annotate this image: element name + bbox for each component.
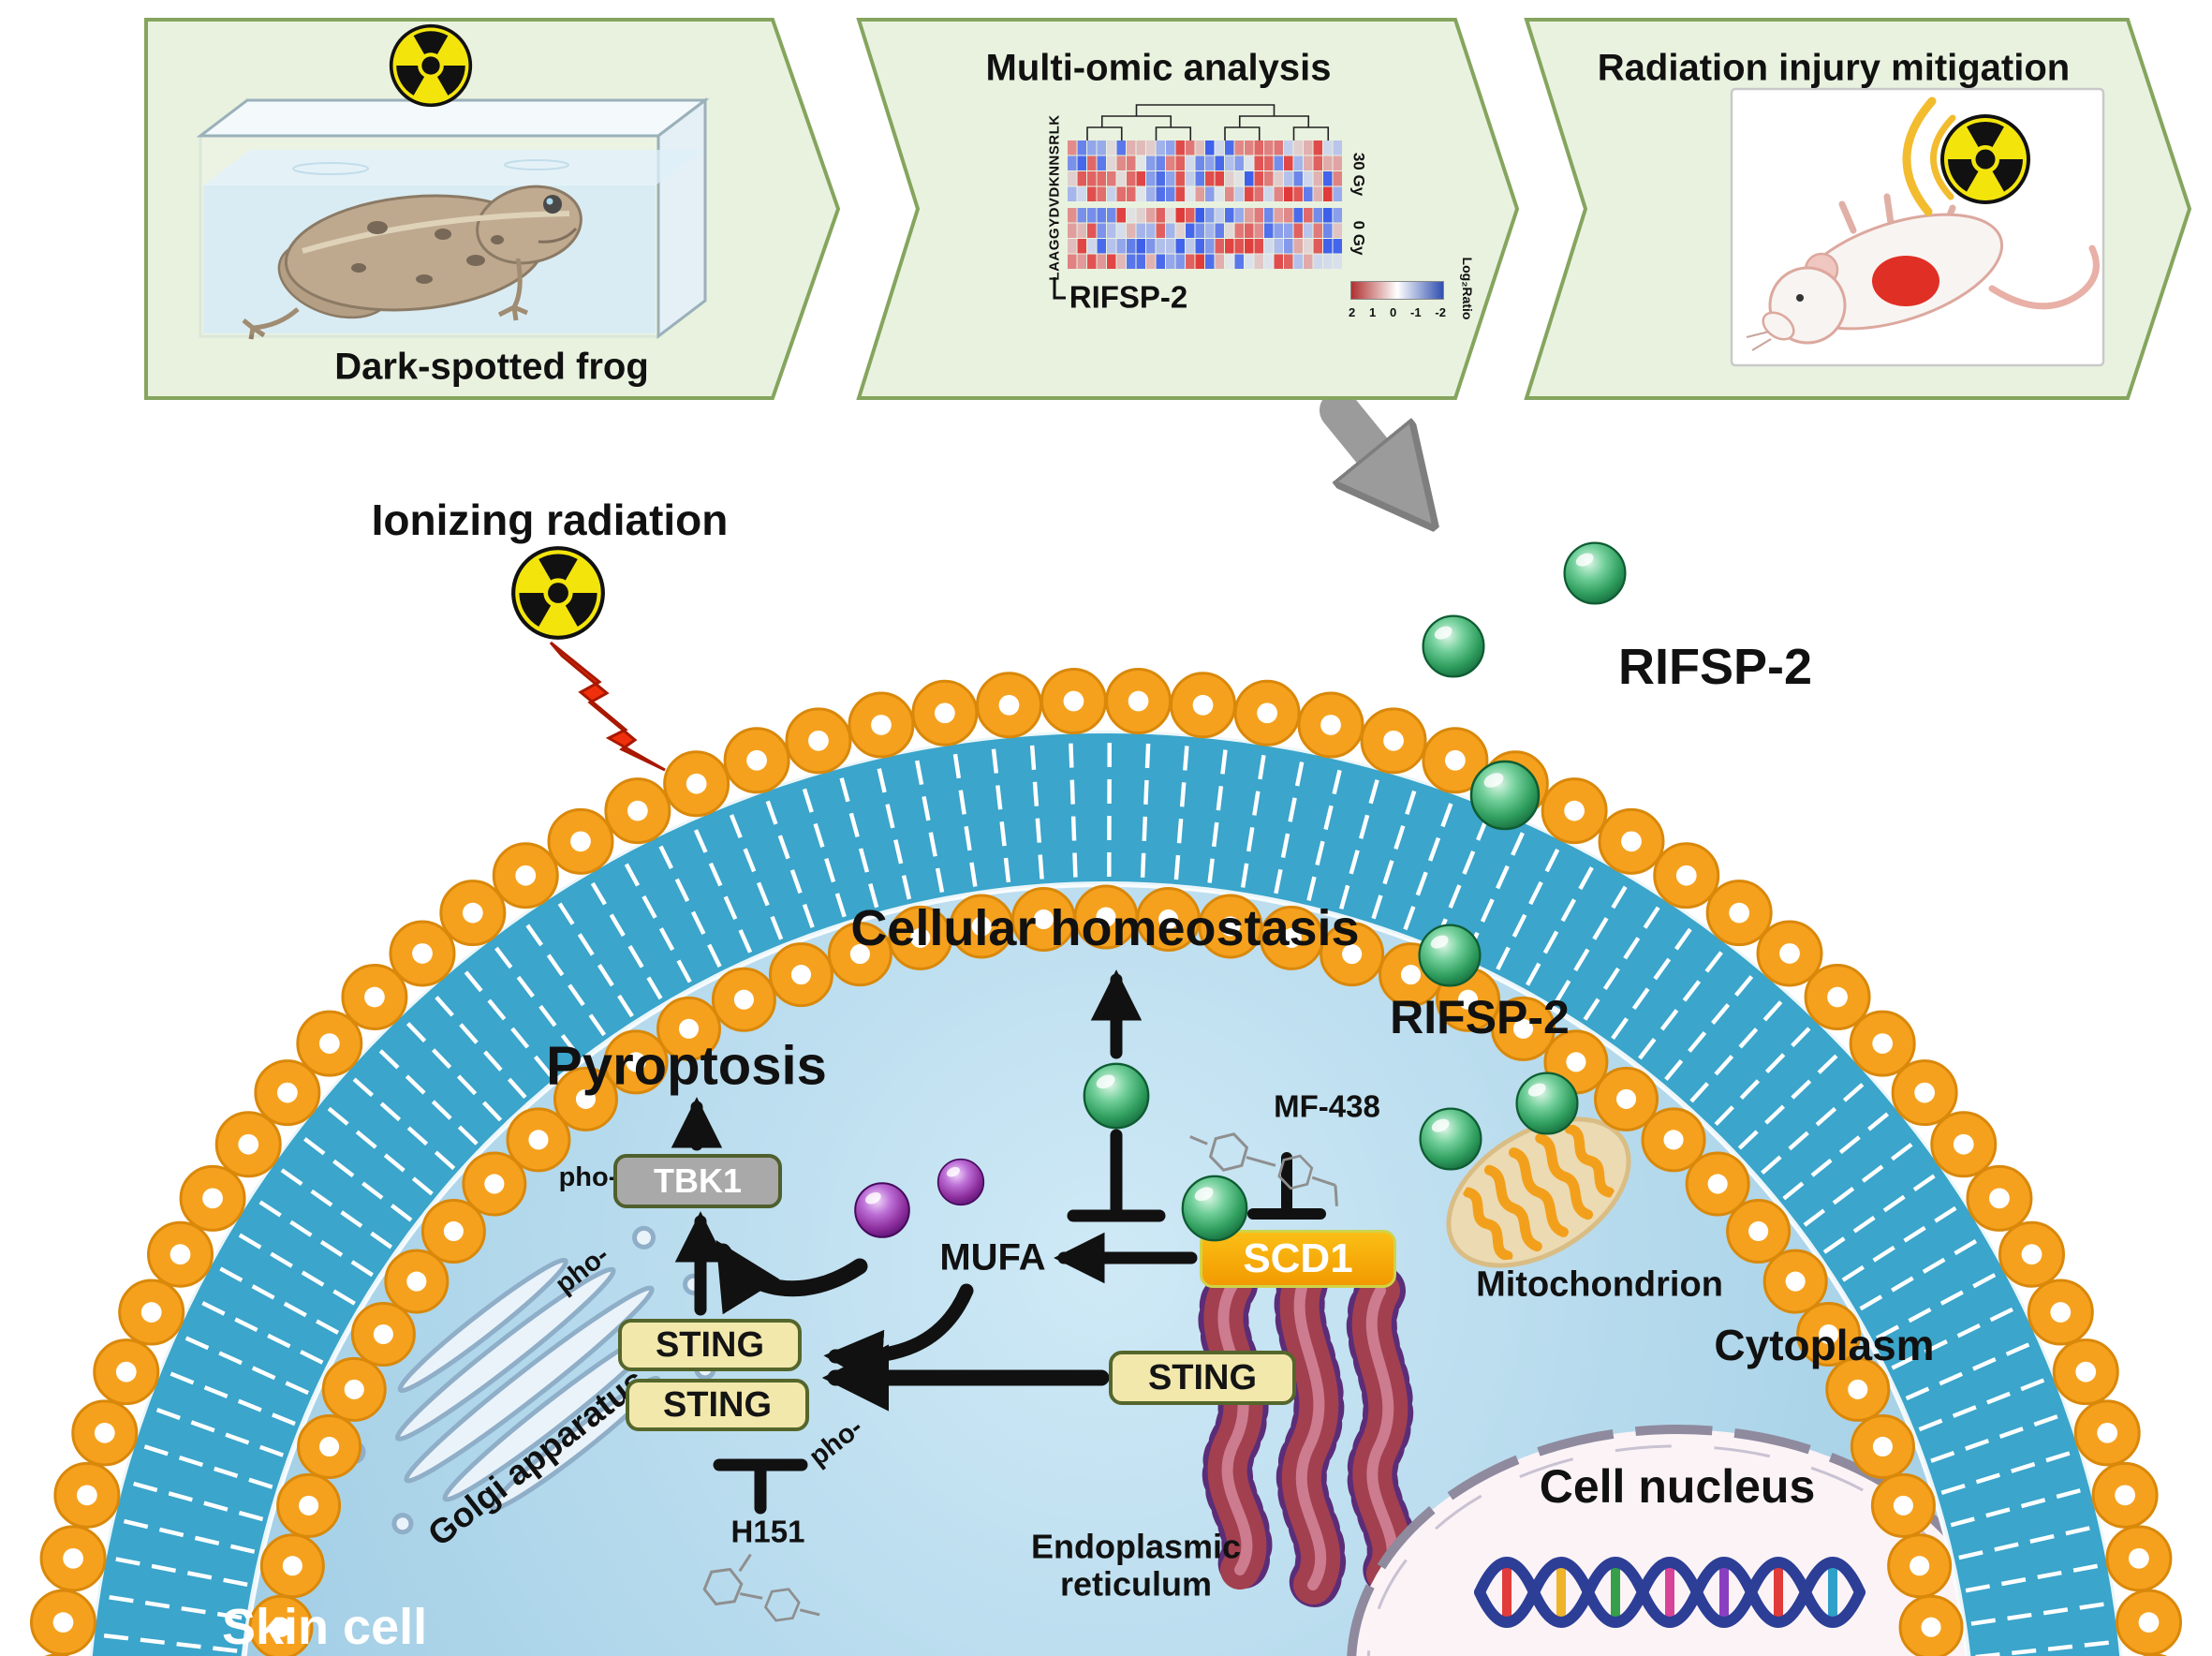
rifsp2-sphere bbox=[1469, 760, 1541, 831]
h151-structure-icon bbox=[702, 1553, 820, 1622]
mitochondrion-graphic bbox=[1446, 1116, 1631, 1268]
rifsp2-intracellular-label: RIFSP-2 bbox=[1390, 991, 1570, 1043]
mf438-label: MF-438 bbox=[1274, 1088, 1380, 1124]
group-low-label: 0 Gy bbox=[1349, 220, 1368, 256]
radiation-icon bbox=[513, 548, 603, 638]
skin-cell-label: Skin cell bbox=[222, 1598, 428, 1655]
injury-spot bbox=[1872, 256, 1939, 306]
frog-graphic bbox=[242, 185, 582, 340]
pathway-arrows bbox=[671, 391, 1409, 1515]
cell-nucleus-label: Cell nucleus bbox=[1539, 1460, 1816, 1513]
group-high-label: 30 Gy bbox=[1349, 152, 1368, 197]
step1-caption: Dark-spotted frog bbox=[334, 346, 649, 388]
h151-inhibition-bar bbox=[713, 1458, 808, 1515]
heatmap-colorbar bbox=[1350, 281, 1444, 300]
step2-title: Multi-omic analysis bbox=[985, 47, 1332, 89]
mitochondrion-label: Mitochondrion bbox=[1476, 1264, 1723, 1305]
mufa-sphere bbox=[936, 1158, 985, 1206]
pipeline-down-arrow bbox=[1320, 391, 1409, 496]
mf438-structure-icon bbox=[1189, 1132, 1338, 1206]
radiation-waves-icon bbox=[1902, 96, 1956, 216]
cell-nucleus-graphic bbox=[1347, 1425, 1971, 1656]
mouse-graphic bbox=[1746, 193, 2100, 351]
lightning-bolt-icon bbox=[549, 641, 666, 772]
lipid-tails bbox=[98, 737, 2114, 1656]
rifsp2-extracellular-label: RIFSP-2 bbox=[1618, 638, 1813, 695]
cellular-homeostasis-label: Cellular homeostasis bbox=[850, 899, 1360, 956]
mufa-tbk1-arrow bbox=[715, 1239, 868, 1315]
peptide-sequence-label: LAAGGYDVDKNNSRLK bbox=[1046, 114, 1063, 281]
pipeline-step1 bbox=[143, 17, 841, 401]
dna-icon bbox=[1474, 1557, 1865, 1628]
heatmap bbox=[1068, 140, 1342, 269]
er-label: Endoplasmic reticulum bbox=[1030, 1527, 1242, 1604]
rifsp2-sphere bbox=[1083, 1062, 1150, 1130]
pipeline-step2 bbox=[856, 17, 1520, 401]
lipid-heads bbox=[30, 668, 2182, 1656]
rifsp2-sphere bbox=[1422, 614, 1485, 678]
h151-label: H151 bbox=[730, 1514, 805, 1549]
dendrogram bbox=[1086, 104, 1330, 140]
step3-title: Radiation injury mitigation bbox=[1597, 47, 2071, 89]
rifsp2-sphere bbox=[1418, 924, 1482, 987]
scd1-node: SCD1 bbox=[1200, 1230, 1396, 1288]
colorbar-title: Log₂Ratio bbox=[1459, 257, 1475, 320]
sting-golgi-node-1: STING bbox=[618, 1319, 802, 1371]
mufa-sphere bbox=[854, 1182, 910, 1238]
peptide-name-label: RIFSP-2 bbox=[1069, 279, 1188, 315]
pho-tbk1-label: pho- bbox=[558, 1161, 618, 1192]
mufa-label: MUFA bbox=[939, 1236, 1046, 1279]
peptide-bracket bbox=[1053, 277, 1066, 300]
pipeline-step3 bbox=[1524, 17, 2192, 401]
sting-golgi-node-2: STING bbox=[626, 1379, 809, 1431]
sting-er-node: STING bbox=[1109, 1351, 1296, 1405]
colorbar-ticks: 2 1 0 -1 -2 bbox=[1349, 305, 1446, 319]
rifsp2-inhibition-bar bbox=[1067, 1129, 1166, 1222]
plasma-membrane bbox=[30, 668, 2182, 1656]
fish-tank-graphic bbox=[196, 96, 710, 340]
radiation-icon bbox=[391, 26, 471, 106]
rifsp2-sphere bbox=[1515, 1072, 1579, 1135]
ionizing-radiation-label: Ionizing radiation bbox=[371, 495, 729, 545]
rifsp2-sphere bbox=[1563, 541, 1627, 605]
cytoplasm-label: Cytoplasm bbox=[1714, 1321, 1935, 1370]
rifsp2-sphere bbox=[1419, 1107, 1482, 1171]
tbk1-node: TBK1 bbox=[613, 1154, 782, 1208]
pyroptosis-label: Pyroptosis bbox=[546, 1035, 827, 1097]
radiation-icon bbox=[1942, 116, 2028, 202]
